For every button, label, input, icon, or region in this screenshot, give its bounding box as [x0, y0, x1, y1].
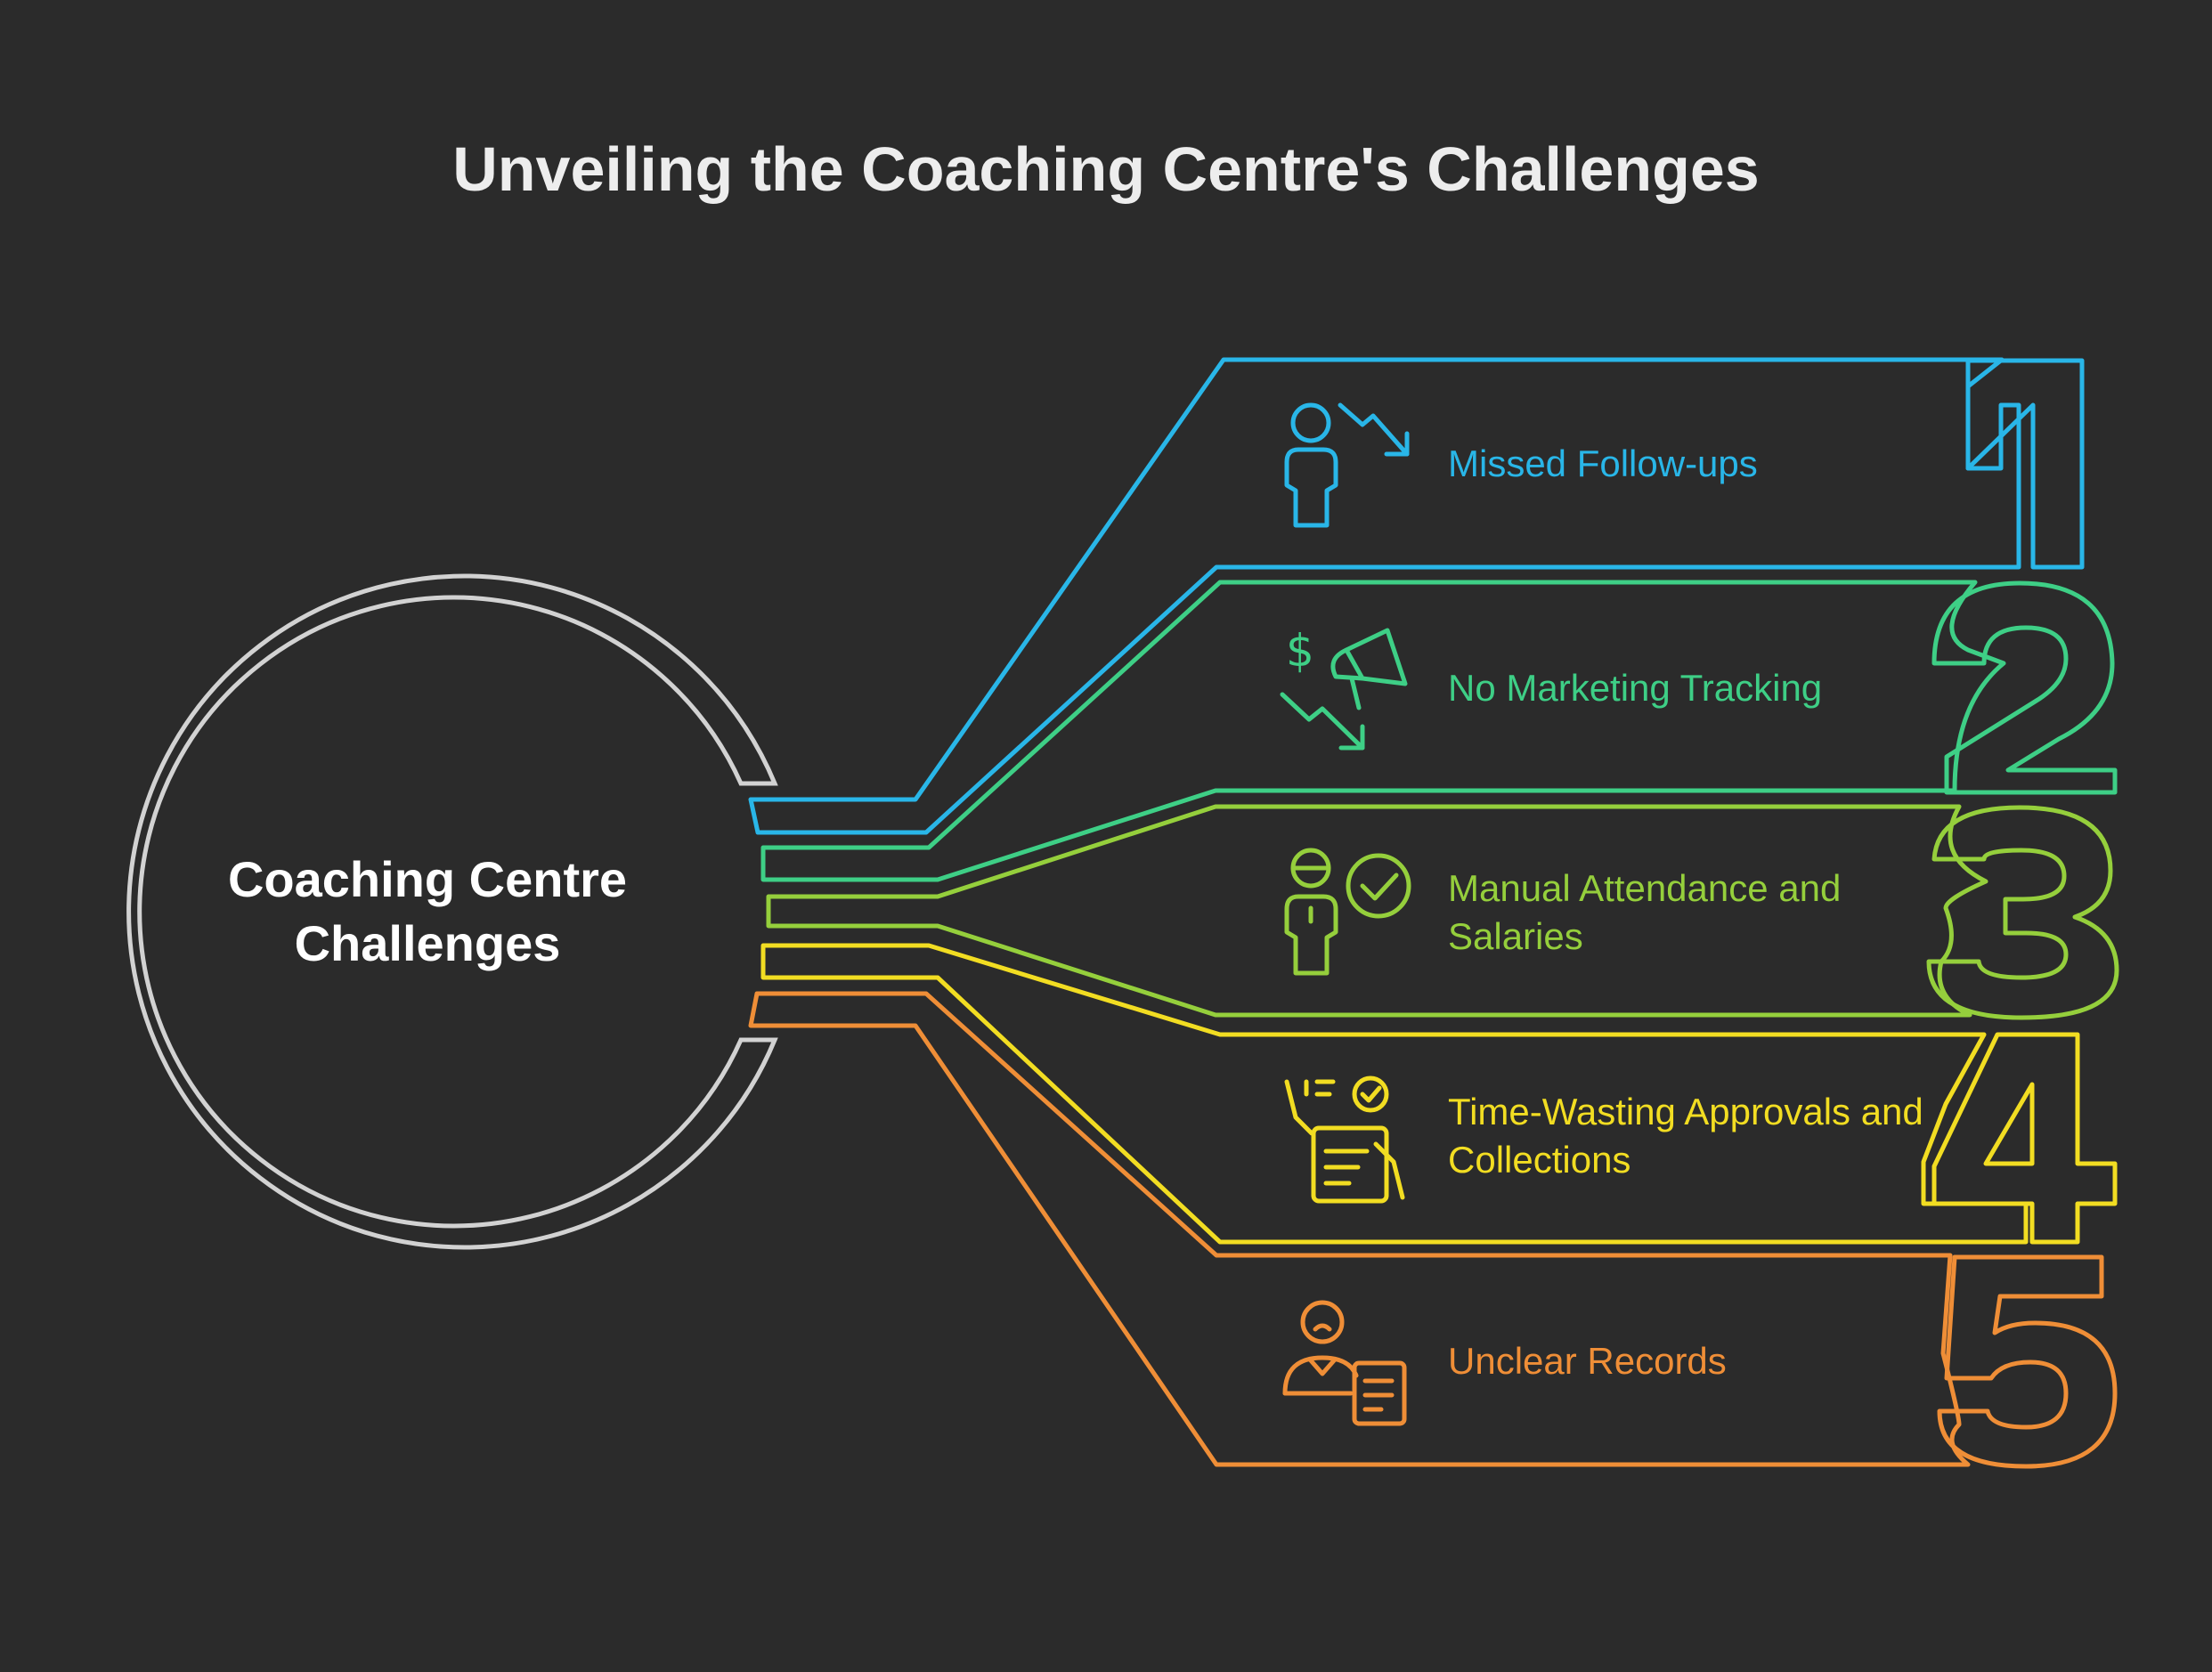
item-label-1: Missed Follow-ups	[1448, 442, 1758, 484]
item-label-5: Unclear Records	[1448, 1340, 1727, 1382]
diagram-title: Unveiling the Coaching Centre's Challeng…	[452, 134, 1760, 204]
person-trend-down-icon	[1284, 402, 1410, 528]
center-ring	[126, 573, 778, 1250]
number-3	[1926, 805, 2119, 1020]
number-1	[1965, 358, 2085, 570]
item-label-4-text: Time-Wasting Approvals and Collections	[1448, 1091, 1923, 1181]
center-label-line2: Challenges	[294, 915, 561, 971]
band-3	[766, 804, 2119, 1020]
center-label-line1: Coaching Centre	[227, 851, 628, 907]
svg-text:$: $	[1286, 625, 1314, 677]
item-label-4: Time-Wasting Approvals and Collections	[1448, 1088, 1947, 1184]
number-5	[1937, 1254, 2118, 1469]
number-2	[1931, 580, 2118, 795]
worker-check-icon	[1284, 848, 1411, 976]
person-records-icon	[1282, 1300, 1407, 1426]
center-label: Coaching Centre Challenges	[125, 848, 730, 976]
band-4	[760, 943, 2118, 1245]
band-1	[748, 357, 2085, 835]
item-label-3-text: Manual Attendance and Salaries	[1448, 867, 1842, 957]
item-label-3: Manual Attendance and Salaries	[1448, 864, 1947, 961]
band-2	[760, 580, 2118, 882]
item-label-2: No Marketing Tracking	[1448, 667, 1823, 709]
band-5	[748, 991, 2118, 1469]
document-approval-icon	[1284, 1075, 1405, 1204]
money-megaphone-trend-down-icon: $	[1280, 625, 1408, 751]
number-4	[1931, 1032, 2118, 1245]
